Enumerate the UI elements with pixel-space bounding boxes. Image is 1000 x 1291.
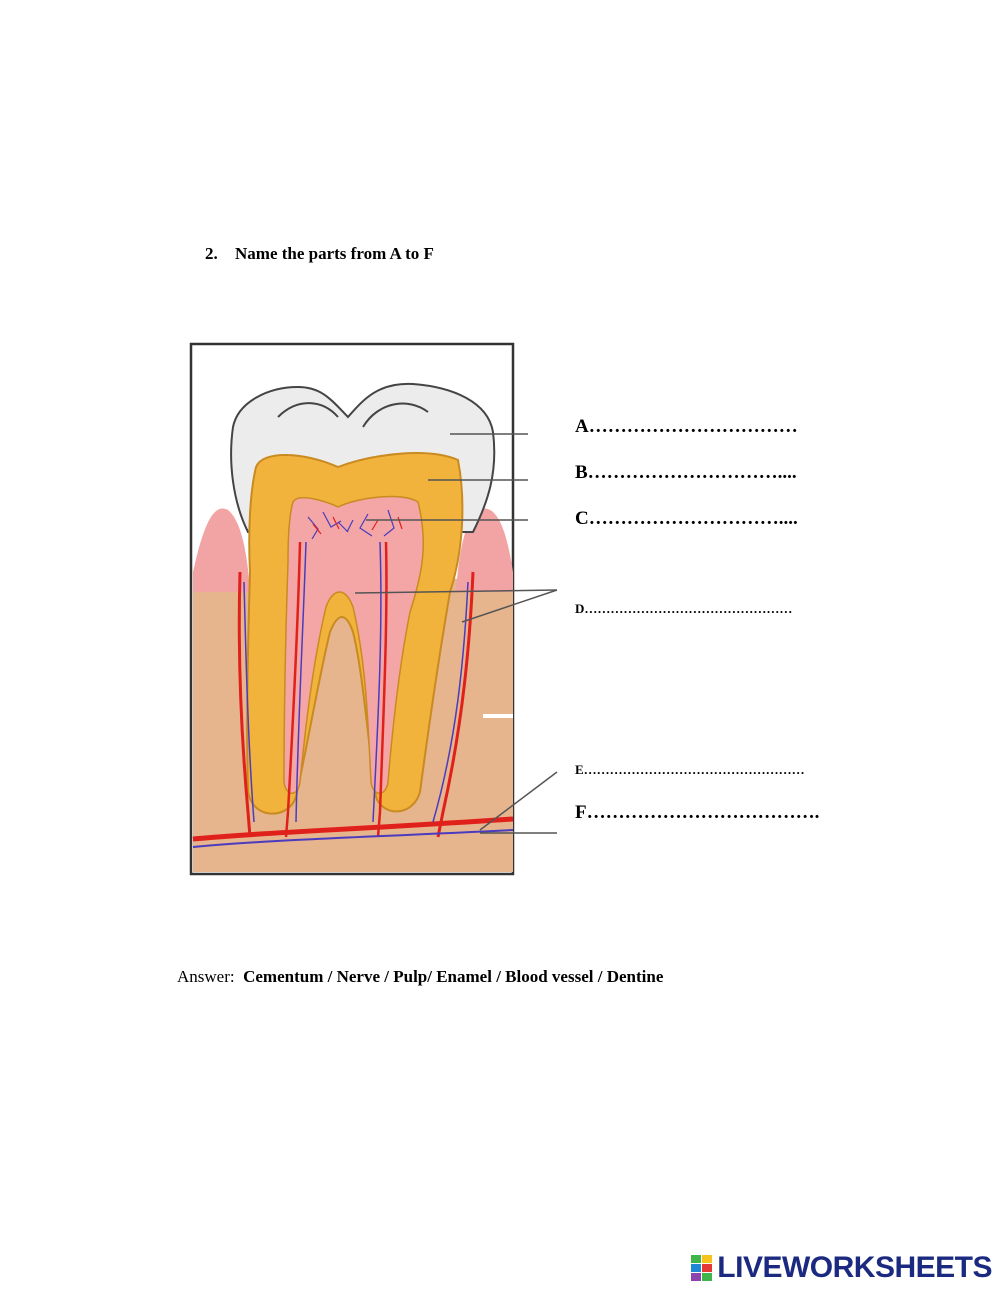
tooth-diagram [189,342,528,876]
pulp-chamber [283,495,425,794]
answer-words: Cementum / Nerve / Pulp/ Enamel / Blood … [243,967,664,986]
crown-groove-left [277,402,339,418]
vessel-red-2 [284,541,302,838]
label-d: D………………………………………… [575,601,793,616]
vessel-red-base [192,816,514,842]
white-mark [483,714,513,718]
brand-footer[interactable]: LIVEWORKSHEETS [691,1251,992,1285]
question-text: Name the parts from A to F [235,244,434,263]
answer-prefix: Answer: [177,967,235,986]
vessel-blue-3 [372,541,382,823]
vessel-blue-2 [295,541,307,823]
label-a: A…………………………… [575,416,798,437]
liveworksheets-logo-icon [691,1255,713,1281]
label-c: C………………………….... [575,508,798,529]
vessel-red-1 [237,571,252,838]
answer-line: Answer: Cementum / Nerve / Pulp/ Enamel … [177,967,663,987]
vessel-red-3 [376,541,388,838]
brand-name: LIVEWORKSHEETS [717,1251,992,1284]
question-number: 2. [205,244,218,263]
pulp-capillaries [307,509,395,540]
vessel-blue-base [192,829,514,848]
label-f: F………………………………. [575,802,820,823]
vessel-blue-1 [243,581,255,823]
crown-groove-right [362,402,429,428]
label-b: B………………………….... [575,462,797,483]
gum-left [193,508,250,592]
label-e: E…………………………………………… [575,762,805,777]
question-heading: 2. Name the parts from A to F [205,244,434,264]
pulp-capillaries-red [312,516,403,535]
